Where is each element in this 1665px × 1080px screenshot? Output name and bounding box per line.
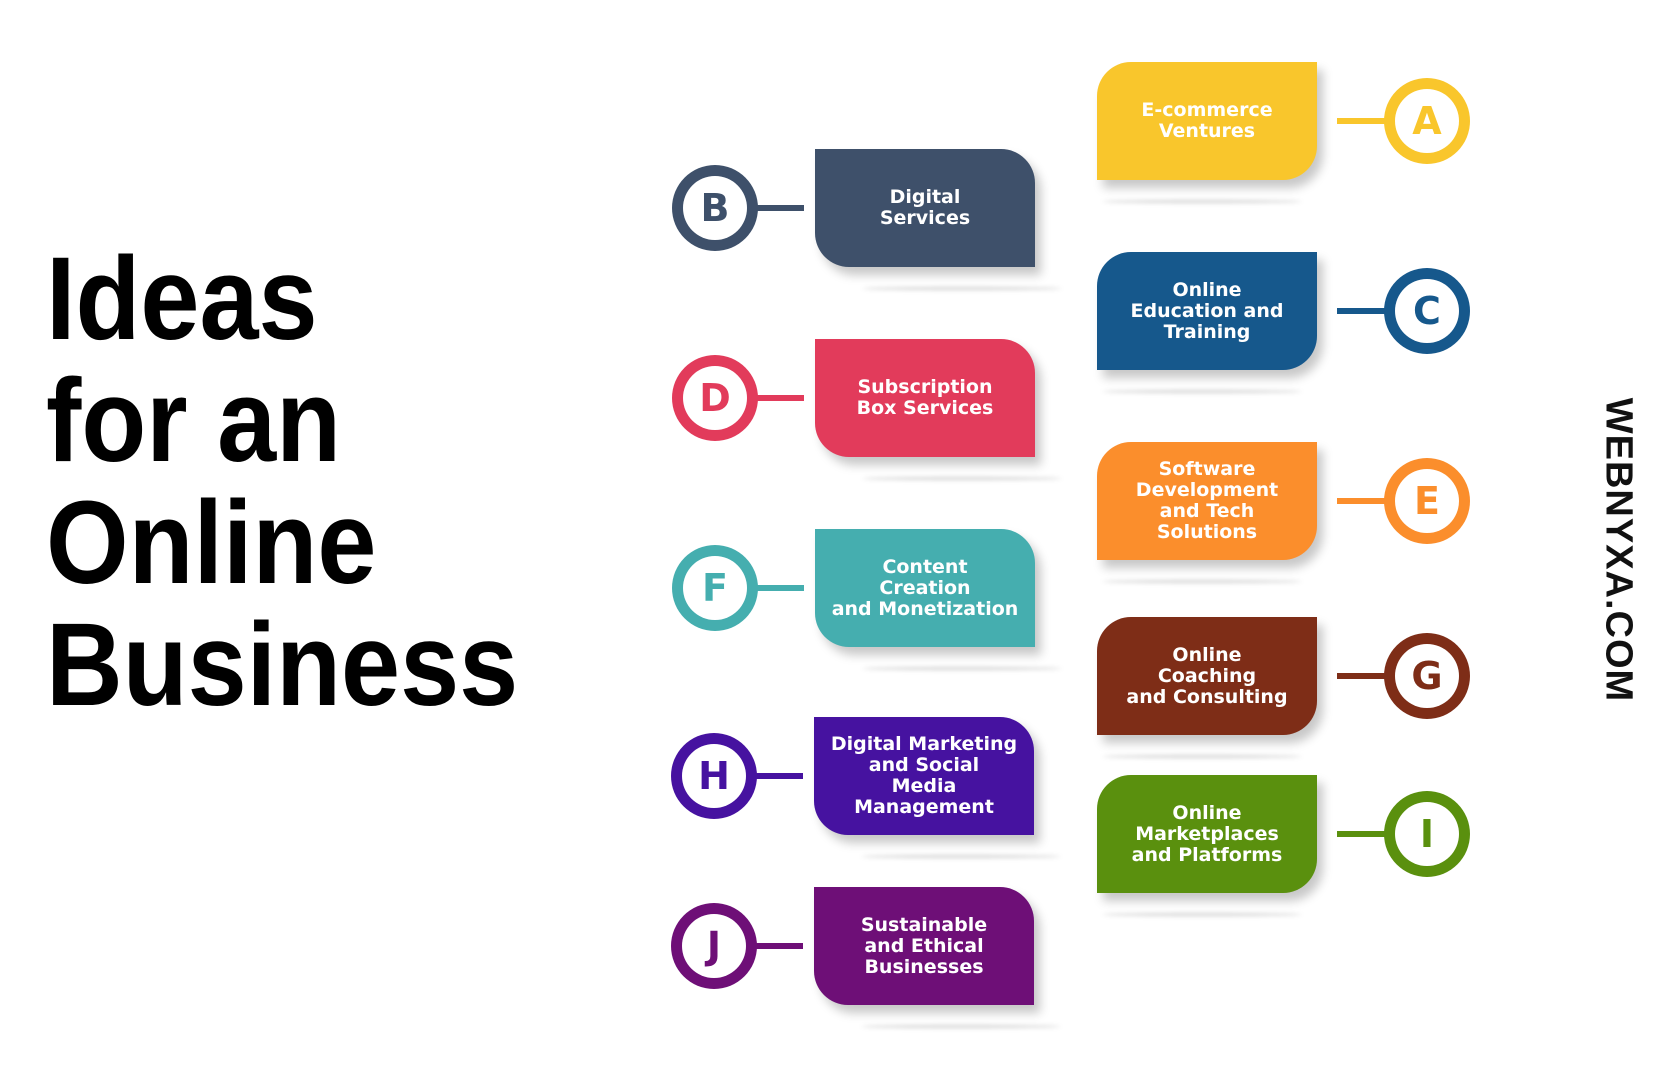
badge-letter: F (702, 566, 728, 610)
idea-item-f: F Content Creation and Monetization (672, 529, 1072, 670)
idea-item-i: Online Marketplaces and Platforms I (1097, 775, 1497, 916)
title-line-1: Ideas (46, 233, 318, 365)
letter-badge-inner: D (683, 366, 747, 430)
idea-label: Digital Marketing and Social Media Manag… (830, 733, 1018, 818)
idea-card: Digital Services (815, 149, 1035, 267)
idea-label: Sustainable and Ethical Businesses (860, 913, 988, 978)
card-shadow (1102, 390, 1302, 393)
idea-item-b: B Digital Services (672, 149, 1072, 290)
idea-item-a: E-commerce Ventures A (1097, 62, 1497, 203)
idea-card: Software Development and Tech Solutions (1097, 442, 1317, 560)
badge-letter: D (699, 376, 731, 420)
idea-label: Subscription Box Services (856, 376, 994, 419)
idea-label: Digital Services (879, 186, 971, 229)
idea-item-c: Online Education and Training C (1097, 252, 1497, 393)
idea-item-d: D Subscription Box Services (672, 339, 1072, 480)
idea-item-e: Software Development and Tech Solutions … (1097, 442, 1497, 583)
badge-letter: C (1413, 289, 1441, 333)
card-shadow (861, 855, 1061, 858)
badge-letter: H (698, 754, 730, 798)
letter-badge: D (672, 355, 758, 441)
idea-card: Digital Marketing and Social Media Manag… (814, 717, 1034, 835)
watermark-text: WEBNYXA.COM (1597, 397, 1640, 703)
connector-line (756, 205, 804, 211)
letter-badge: B (672, 165, 758, 251)
badge-letter: G (1411, 654, 1443, 698)
letter-badge: A (1384, 78, 1470, 164)
connector-line (1337, 498, 1385, 504)
letter-badge: H (671, 733, 757, 819)
connector-line (1337, 118, 1385, 124)
connector-line (756, 395, 804, 401)
letter-badge: C (1384, 268, 1470, 354)
main-title: Ideas for an Online Business (46, 238, 518, 726)
badge-letter: I (1419, 812, 1435, 856)
idea-card: Online Coaching and Consulting (1097, 617, 1317, 735)
badge-letter: E (1414, 479, 1440, 523)
connector-line (755, 773, 803, 779)
idea-item-g: Online Coaching and Consulting G (1097, 617, 1497, 758)
card-shadow (862, 667, 1062, 670)
letter-badge: G (1384, 633, 1470, 719)
idea-card: Online Marketplaces and Platforms (1097, 775, 1317, 893)
letter-badge: I (1384, 791, 1470, 877)
idea-card: Sustainable and Ethical Businesses (814, 887, 1034, 1005)
idea-card: E-commerce Ventures (1097, 62, 1317, 180)
idea-item-h: H Digital Marketing and Social Media Man… (671, 717, 1071, 858)
connector-line (756, 585, 804, 591)
idea-label: Software Development and Tech Solutions (1135, 458, 1279, 543)
letter-badge-inner: J (682, 914, 746, 978)
idea-label: Online Coaching and Consulting (1126, 643, 1288, 708)
connector-line (755, 943, 803, 949)
idea-label: Online Marketplaces and Platforms (1131, 801, 1283, 866)
letter-badge-inner: B (683, 176, 747, 240)
letter-badge-inner: H (682, 744, 746, 808)
idea-card: Online Education and Training (1097, 252, 1317, 370)
title-line-4: Business (46, 599, 519, 731)
card-shadow (1102, 580, 1302, 583)
letter-badge: J (671, 903, 757, 989)
badge-letter: B (700, 186, 730, 230)
connector-line (1337, 831, 1385, 837)
title-line-2: for an (46, 355, 342, 487)
letter-badge-inner: C (1395, 279, 1459, 343)
letter-badge-inner: E (1395, 469, 1459, 533)
badge-letter: J (706, 924, 722, 968)
idea-card: Subscription Box Services (815, 339, 1035, 457)
idea-label: Content Creation and Monetization (831, 555, 1019, 620)
letter-badge: F (672, 545, 758, 631)
letter-badge-inner: G (1395, 644, 1459, 708)
card-shadow (1102, 913, 1302, 916)
idea-label: Online Education and Training (1130, 278, 1284, 343)
card-shadow (1102, 755, 1302, 758)
letter-badge-inner: A (1395, 89, 1459, 153)
idea-item-j: J Sustainable and Ethical Businesses (671, 887, 1071, 1028)
badge-letter: A (1412, 99, 1442, 143)
letter-badge: E (1384, 458, 1470, 544)
card-shadow (1102, 200, 1302, 203)
idea-card: Content Creation and Monetization (815, 529, 1035, 647)
card-shadow (862, 287, 1062, 290)
connector-line (1337, 673, 1385, 679)
idea-label: E-commerce Ventures (1141, 99, 1273, 142)
title-line-3: Online (46, 477, 377, 609)
card-shadow (862, 477, 1062, 480)
card-shadow (861, 1025, 1061, 1028)
letter-badge-inner: I (1395, 802, 1459, 866)
letter-badge-inner: F (683, 556, 747, 620)
connector-line (1337, 308, 1385, 314)
